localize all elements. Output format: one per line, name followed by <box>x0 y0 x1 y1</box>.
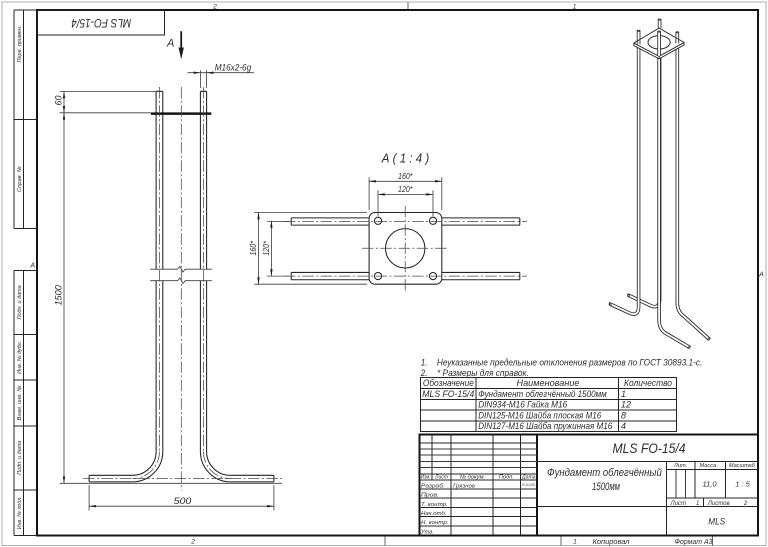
svg-text:Нач.отд.: Нач.отд. <box>421 511 447 517</box>
svg-text:Фундамент облегчённый 1500мм: Фундамент облегчённый 1500мм <box>478 389 607 399</box>
svg-text:60: 60 <box>54 95 64 105</box>
svg-text:Подп. и дата: Подп. и дата <box>17 285 23 320</box>
svg-text:Справ. №: Справ. № <box>17 166 23 192</box>
svg-text:№ докум.: № докум. <box>460 475 486 481</box>
svg-text:Обозначение: Обозначение <box>423 378 474 388</box>
svg-text:1 : 5: 1 : 5 <box>735 479 750 488</box>
svg-text:Листов: Листов <box>707 501 730 507</box>
svg-text:MLS: MLS <box>708 516 726 527</box>
svg-text:160*: 160* <box>398 171 413 181</box>
svg-text:Дата: Дата <box>521 475 535 481</box>
svg-text:MLS FO-15/4: MLS FO-15/4 <box>613 441 686 456</box>
svg-text:2: 2 <box>190 539 195 546</box>
svg-text:DIN127-M16 Шайба пружинная М16: DIN127-M16 Шайба пружинная М16 <box>478 421 612 431</box>
svg-text:Грязнов: Грязнов <box>453 483 475 489</box>
svg-text:Подп. и дата: Подп. и дата <box>17 440 23 475</box>
svg-text:DIN934-M16 Гайка М16: DIN934-M16 Гайка М16 <box>478 400 567 410</box>
svg-text:Наименование: Наименование <box>517 378 580 388</box>
svg-text:Масштаб: Масштаб <box>729 463 756 469</box>
svg-text:Масса: Масса <box>699 463 716 469</box>
svg-text:1500мм: 1500мм <box>592 481 620 493</box>
svg-text:Количество: Количество <box>624 378 672 388</box>
svg-text:Т. контр.: Т. контр. <box>421 502 448 508</box>
svg-text:Лист: Лист <box>670 501 686 507</box>
svg-text:Лист: Лист <box>434 475 448 481</box>
svg-text:160*: 160* <box>248 240 258 255</box>
svg-text:Изм.: Изм. <box>421 475 431 481</box>
svg-text:Копировал: Копировал <box>593 539 630 546</box>
svg-text:А: А <box>758 272 764 279</box>
svg-text:1: 1 <box>573 4 577 11</box>
svg-text:Перв. примен.: Перв. примен. <box>17 26 23 63</box>
svg-text:Подп.: Подп. <box>499 475 514 481</box>
svg-text:1: 1 <box>573 539 577 546</box>
svg-text:M16x2-6g: M16x2-6g <box>215 63 252 73</box>
svg-text:А: А <box>29 263 35 270</box>
svg-text:MLS FO-15/4: MLS FO-15/4 <box>71 16 131 30</box>
svg-text:4: 4 <box>621 421 626 431</box>
svg-text:А ( 1 : 4 ): А ( 1 : 4 ) <box>381 151 430 165</box>
svg-text:2. * Размеры для справок.: 2. * Размеры для справок. <box>420 368 529 379</box>
svg-text:120*: 120* <box>398 184 413 194</box>
svg-text:8: 8 <box>621 410 626 420</box>
svg-text:12: 12 <box>621 400 631 410</box>
svg-text:Фундамент облегчённый: Фундамент облегчённый <box>547 467 662 479</box>
svg-text:Утв.: Утв. <box>420 530 434 536</box>
svg-text:1. Неуказанные предельные о: 1. Неуказанные предельные отклонения раз… <box>421 357 703 368</box>
svg-text:07.01.2021: 07.01.2021 <box>522 483 536 487</box>
svg-text:Пров.: Пров. <box>421 493 439 499</box>
svg-text:MLS FO-15/4: MLS FO-15/4 <box>422 389 474 399</box>
svg-text:500: 500 <box>174 496 192 506</box>
svg-text:11,0: 11,0 <box>702 479 717 488</box>
svg-text:Инв. № дубл.: Инв. № дубл. <box>17 341 23 374</box>
svg-text:2: 2 <box>212 4 217 11</box>
svg-text:Инв. № подл.: Инв. № подл. <box>17 496 23 529</box>
svg-text:2: 2 <box>743 501 748 507</box>
svg-text:Взам. инв. №: Взам. инв. № <box>17 386 23 421</box>
svg-text:1: 1 <box>621 389 626 399</box>
svg-text:Лит.: Лит. <box>673 463 687 469</box>
svg-text:1500: 1500 <box>54 285 64 306</box>
svg-text:120*: 120* <box>261 241 271 256</box>
svg-text:Формат А3: Формат А3 <box>675 539 713 546</box>
svg-text:1: 1 <box>696 501 699 507</box>
svg-text:Н. контр.: Н. контр. <box>421 520 449 526</box>
svg-text:Разраб.: Разраб. <box>421 483 445 489</box>
svg-text:DIN125-M16 Шайба плоская М16: DIN125-M16 Шайба плоская М16 <box>478 410 601 420</box>
svg-text:А: А <box>166 38 174 50</box>
